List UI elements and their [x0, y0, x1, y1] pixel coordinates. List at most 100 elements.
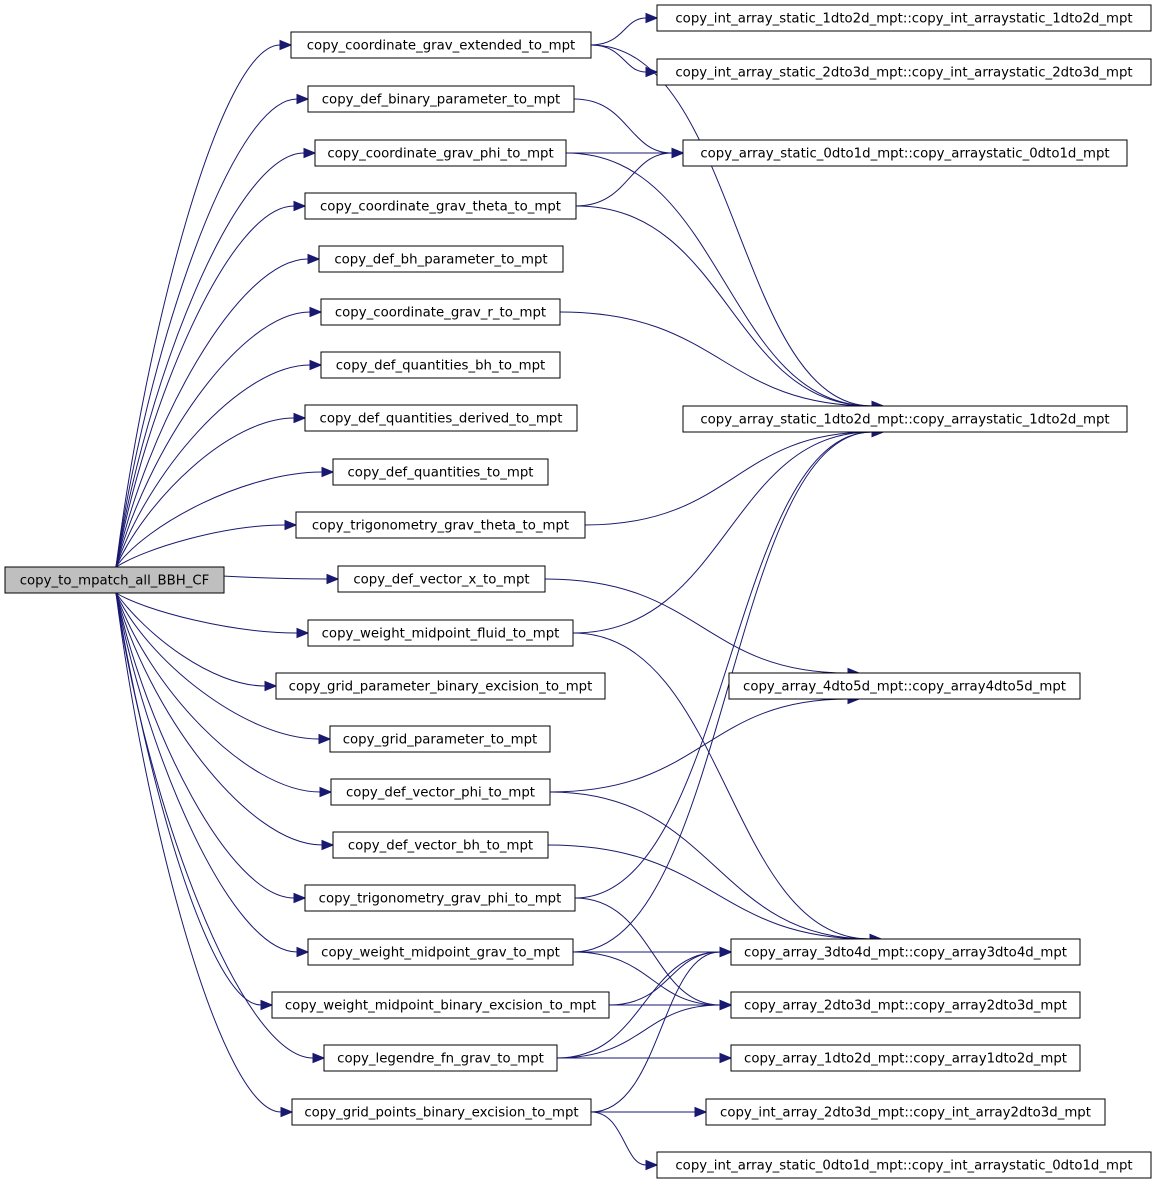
edge-root-to-callee-15-arrowhead — [321, 839, 335, 851]
edge-root-to-callee-18-arrowhead — [260, 999, 274, 1011]
target-node-7-box — [730, 1044, 1081, 1072]
edge-root-to-callee-0 — [115, 39, 293, 568]
callee-node-13[interactable]: copy_grid_parameter_to_mpt — [329, 725, 551, 753]
callee-node-10-label: copy_def_vector_x_to_mpt — [353, 573, 529, 588]
edge-root-to-callee-13-line — [115, 592, 320, 740]
edge-callee-3-to-target-3-line — [575, 205, 873, 407]
edge-callee-10-to-target-4-line — [544, 578, 849, 674]
callee-node-4-box — [318, 245, 564, 273]
callee-node-10[interactable]: copy_def_vector_x_to_mpt — [337, 565, 546, 593]
edge-callee-14-to-target-5-line — [549, 791, 871, 940]
edge-callee-1-to-target-2 — [573, 98, 685, 159]
edge-root-to-callee-7 — [115, 412, 307, 568]
edge-root-to-callee-19-arrowhead — [312, 1052, 326, 1064]
callee-node-15[interactable]: copy_def_vector_bh_to_mpt — [332, 831, 549, 859]
callee-node-18[interactable]: copy_weight_midpoint_binary_excision_to_… — [271, 991, 610, 1019]
callee-node-16[interactable]: copy_trigonometry_grav_phi_to_mpt — [304, 884, 576, 912]
callee-node-17[interactable]: copy_weight_midpoint_grav_to_mpt — [307, 938, 574, 966]
callee-node-20[interactable]: copy_grid_points_binary_excision_to_mpt — [291, 1098, 592, 1126]
edge-root-to-callee-16-line — [115, 592, 295, 899]
target-node-8[interactable]: copy_int_array_2dto3d_mpt::copy_int_arra… — [705, 1098, 1106, 1126]
edge-callee-0-to-target-0 — [590, 12, 659, 46]
callee-node-7[interactable]: copy_def_quantities_derived_to_mpt — [304, 404, 578, 432]
callee-node-19-label: copy_legendre_fn_grav_to_mpt — [337, 1052, 544, 1067]
target-node-4[interactable]: copy_array_4dto5d_mpt::copy_array4dto5d_… — [728, 672, 1081, 700]
target-node-0[interactable]: copy_int_array_static_1dto2d_mpt::copy_i… — [656, 4, 1152, 32]
callee-node-3[interactable]: copy_coordinate_grav_theta_to_mpt — [304, 192, 577, 220]
callee-node-2[interactable]: copy_coordinate_grav_phi_to_mpt — [314, 139, 567, 167]
target-node-5[interactable]: copy_array_3dto4d_mpt::copy_array3dto4d_… — [730, 938, 1081, 966]
callee-node-6[interactable]: copy_def_quantities_bh_to_mpt — [320, 351, 561, 379]
edge-root-to-callee-11-arrowhead — [296, 627, 310, 639]
callee-node-17-box — [307, 938, 574, 966]
edge-callee-20-to-target-5-arrowhead — [719, 946, 733, 958]
edge-root-to-callee-0-line — [115, 44, 281, 568]
edge-callee-20-to-target-5 — [590, 946, 733, 1113]
edge-callee-0-to-target-0-arrowhead — [645, 12, 659, 24]
edge-callee-20-to-target-5-line — [590, 951, 721, 1113]
edge-root-to-callee-3 — [115, 200, 307, 568]
callee-node-5[interactable]: copy_coordinate_grav_r_to_mpt — [320, 298, 561, 326]
callee-node-15-box — [332, 831, 549, 859]
callee-node-4[interactable]: copy_def_bh_parameter_to_mpt — [318, 245, 564, 273]
callee-node-1-box — [307, 85, 575, 113]
edge-root-to-callee-0-arrowhead — [279, 39, 293, 51]
edge-callee-9-to-target-3-line — [584, 431, 873, 526]
callee-node-3-label: copy_coordinate_grav_theta_to_mpt — [320, 200, 561, 215]
target-node-2-box — [682, 139, 1128, 167]
target-node-6-label: copy_array_2dto3d_mpt::copy_array2dto3d_… — [744, 999, 1067, 1014]
edge-root-to-callee-11-line — [115, 592, 298, 634]
edge-callee-5-to-target-3-line — [559, 311, 873, 407]
callee-node-6-box — [320, 351, 561, 379]
target-node-6[interactable]: copy_array_2dto3d_mpt::copy_array2dto3d_… — [730, 991, 1081, 1019]
callee-node-0[interactable]: copy_coordinate_grav_extended_to_mpt — [290, 31, 592, 59]
target-node-1-label: copy_int_array_static_2dto3d_mpt::copy_i… — [675, 66, 1132, 81]
edge-root-to-callee-7-line — [115, 417, 295, 568]
edge-root-to-callee-5-arrowhead — [309, 306, 323, 318]
root-function-node[interactable]: copy_to_mpatch_all_BBH_CF — [4, 566, 225, 594]
edge-root-to-callee-3-line — [115, 205, 295, 568]
edge-callee-0-to-target-3-line — [590, 44, 873, 407]
edge-root-to-callee-13-arrowhead — [318, 733, 332, 745]
callee-node-17-label: copy_weight_midpoint_grav_to_mpt — [321, 946, 560, 961]
edge-callee-3-to-target-2-line — [575, 152, 673, 207]
callee-node-20-box — [291, 1098, 592, 1126]
target-node-3[interactable]: copy_array_static_1dto2d_mpt::copy_array… — [682, 405, 1128, 433]
edge-callee-19-to-target-5-line — [556, 951, 721, 1059]
edge-root-to-callee-9-arrowhead — [284, 519, 298, 531]
edge-root-to-callee-1-arrowhead — [296, 93, 310, 105]
callee-node-1-label: copy_def_binary_parameter_to_mpt — [322, 93, 561, 108]
edge-callee-20-to-target-8 — [591, 1106, 708, 1118]
edge-callee-14-to-target-5 — [549, 791, 883, 945]
target-node-1[interactable]: copy_int_array_static_2dto3d_mpt::copy_i… — [656, 58, 1152, 86]
target-node-8-box — [705, 1098, 1106, 1126]
edge-root-to-callee-19 — [115, 592, 326, 1064]
callee-node-13-label: copy_grid_parameter_to_mpt — [343, 733, 538, 748]
target-node-0-label: copy_int_array_static_1dto2d_mpt::copy_i… — [675, 12, 1132, 27]
edge-callee-11-to-target-3 — [572, 426, 885, 634]
target-node-9[interactable]: copy_int_array_static_0dto1d_mpt::copy_i… — [656, 1151, 1152, 1179]
callee-node-11[interactable]: copy_weight_midpoint_fluid_to_mpt — [307, 619, 574, 647]
target-node-7[interactable]: copy_array_1dto2d_mpt::copy_array1dto2d_… — [730, 1044, 1081, 1072]
edge-callee-2-to-target-3-line — [565, 152, 873, 407]
callee-node-1[interactable]: copy_def_binary_parameter_to_mpt — [307, 85, 575, 113]
callee-node-14[interactable]: copy_def_vector_phi_to_mpt — [330, 778, 551, 806]
callee-node-4-label: copy_def_bh_parameter_to_mpt — [334, 253, 547, 268]
edge-root-to-callee-15 — [115, 592, 335, 851]
callee-node-5-box — [320, 298, 561, 326]
callee-node-14-box — [330, 778, 551, 806]
callee-node-19[interactable]: copy_legendre_fn_grav_to_mpt — [323, 1044, 558, 1072]
callee-node-12[interactable]: copy_grid_parameter_binary_excision_to_m… — [275, 672, 606, 700]
callee-node-9[interactable]: copy_trigonometry_grav_theta_to_mpt — [295, 511, 586, 539]
edge-root-to-callee-20 — [115, 592, 294, 1118]
root-function-node-label: copy_to_mpatch_all_BBH_CF — [20, 574, 210, 589]
callee-node-8[interactable]: copy_def_quantities_to_mpt — [332, 458, 549, 486]
edge-callee-16-to-target-3 — [574, 426, 885, 899]
callee-node-6-label: copy_def_quantities_bh_to_mpt — [336, 359, 546, 374]
edge-root-to-callee-13 — [115, 592, 332, 745]
target-node-2[interactable]: copy_array_static_0dto1d_mpt::copy_array… — [682, 139, 1128, 167]
callee-node-12-label: copy_grid_parameter_binary_excision_to_m… — [289, 680, 593, 695]
edge-root-to-callee-17-arrowhead — [296, 946, 310, 958]
edge-root-to-callee-10-arrowhead — [326, 573, 340, 585]
